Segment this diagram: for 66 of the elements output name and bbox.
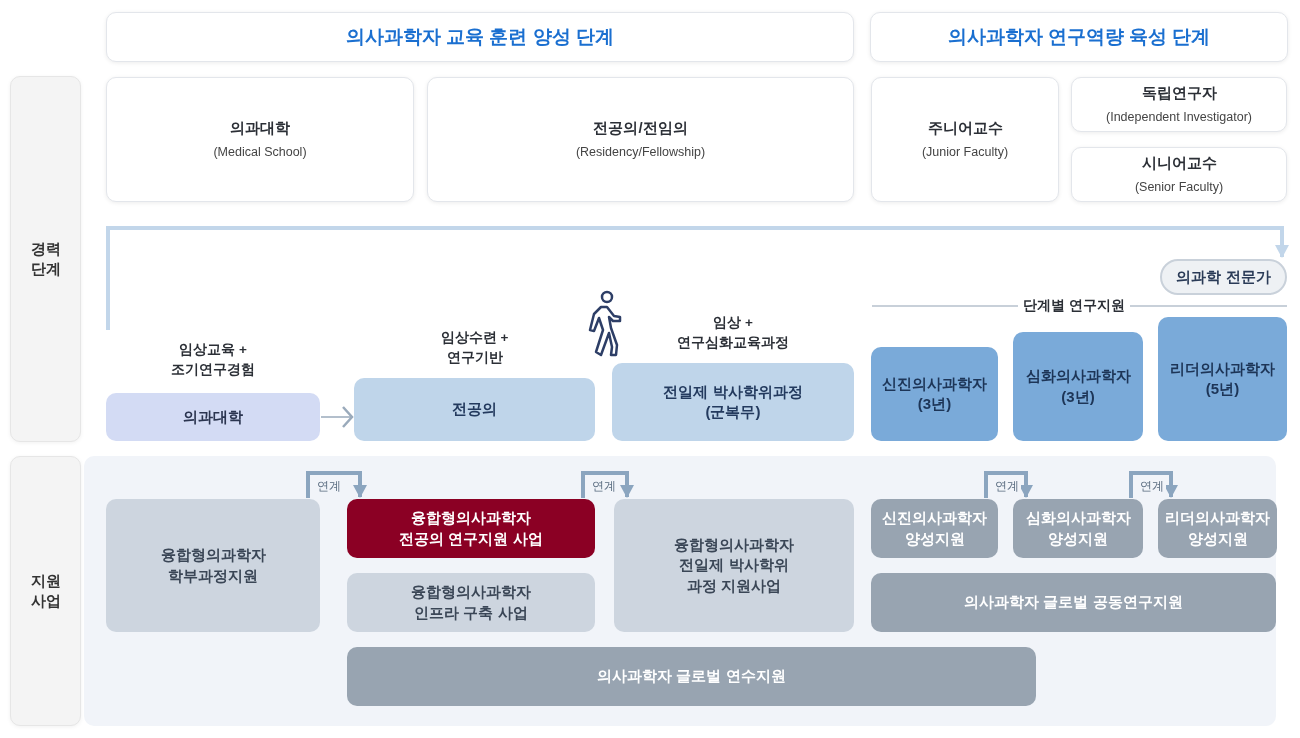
program-box — [614, 499, 854, 632]
box-title: 심화의사과학자 양성지원 — [1024, 508, 1132, 549]
edge-label: 연계 — [590, 478, 618, 495]
arrow — [581, 471, 634, 498]
level-box — [871, 347, 998, 441]
box-title: 전공의/전임의 — [593, 118, 688, 139]
edge-label: 연계 — [1138, 478, 1166, 495]
box-title: 신진의사과학자 (3년) — [881, 373, 988, 414]
box-title: 의과학 전문가 — [1176, 266, 1271, 287]
goal-pill — [1160, 259, 1287, 295]
program-box — [347, 499, 595, 558]
program-box — [347, 573, 595, 632]
edge-label: 연계 — [315, 478, 343, 495]
stage-caption: 임상수련 + 연구기반 — [439, 329, 510, 367]
row-header — [10, 456, 81, 726]
arrow — [306, 471, 367, 498]
section-label: 단계별 연구지원 — [1022, 297, 1126, 315]
level-box — [1158, 317, 1287, 441]
box-title: 의과대학 — [183, 406, 243, 427]
box-subtitle: (Junior Faculty) — [921, 143, 1009, 161]
career-box — [106, 77, 414, 202]
box-title: 전공의 — [452, 399, 497, 420]
program-box — [106, 499, 320, 632]
career-box — [871, 77, 1059, 202]
box-title: 의사과학자 연구역량 육성 단계 — [947, 25, 1211, 50]
box-title: 지원 사업 — [30, 570, 61, 611]
chevron-arrow — [320, 405, 354, 429]
box-subtitle: (Medical School) — [213, 143, 307, 161]
box-title: 융합형의사과학자 전일제 박사학위 과정 지원사업 — [673, 535, 795, 596]
box-subtitle: (Senior Faculty) — [1134, 178, 1224, 196]
program-box — [1013, 499, 1143, 558]
box-title: 융합형의과학자 학부과정지원 — [159, 545, 267, 586]
stage-caption: 임상 + 연구심화교육과정 — [676, 314, 790, 352]
row-header — [10, 76, 81, 442]
box-title: 경력 단계 — [30, 238, 61, 279]
box-title: 의사과학자 글로벌 공동연구지원 — [964, 592, 1183, 613]
box-title: 전일제 박사학위과정 (군복무) — [662, 381, 804, 422]
box-title: 의사과학자 교육 훈련 양성 단계 — [345, 25, 615, 50]
career-box — [1071, 147, 1287, 202]
arrow — [106, 226, 1289, 330]
box-title: 의사과학자 글로벌 연수지원 — [597, 666, 786, 687]
career-box — [1071, 77, 1287, 132]
stage-caption: 임상교육 + 조기연구경험 — [170, 341, 256, 379]
box-title: 융합형의사과학자 인프라 구축 사업 — [410, 582, 532, 623]
stage-header — [870, 12, 1288, 62]
box-subtitle: (Residency/Fellowship) — [575, 143, 706, 161]
box-title: 융합형의사과학자 전공의 연구지원 사업 — [398, 508, 544, 549]
program-box — [871, 499, 998, 558]
program-box — [347, 647, 1036, 706]
box-title: 리더의사과학자 양성지원 — [1164, 508, 1271, 549]
box-title: 시니어교수 — [1141, 153, 1217, 174]
program-box — [1158, 499, 1277, 558]
box-title: 독립연구자 — [1141, 83, 1217, 104]
box-title: 리더의사과학자 (5년) — [1169, 358, 1276, 399]
box-title: 신진의사과학자 양성지원 — [881, 508, 988, 549]
box-title: 주니어교수 — [927, 118, 1003, 139]
edge-label: 연계 — [993, 478, 1021, 495]
program-box — [871, 573, 1276, 632]
arrow — [984, 471, 1033, 498]
level-box — [1013, 332, 1143, 441]
box-title: 심화의사과학자 (3년) — [1024, 366, 1132, 407]
career-box — [427, 77, 854, 202]
stage-header — [106, 12, 854, 62]
box-subtitle: (Independent Investigator) — [1106, 108, 1252, 126]
box-title: 의과대학 — [230, 118, 290, 139]
arrow — [1129, 471, 1178, 498]
